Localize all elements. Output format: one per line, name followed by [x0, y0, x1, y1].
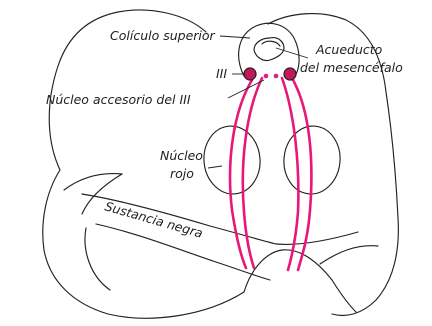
base-contour-right [320, 246, 378, 264]
oculomotor-nucleus-right [284, 68, 296, 80]
red-nucleus-left [201, 123, 264, 196]
label-nucleo-rojo-line1: Núcleo [160, 148, 203, 163]
oculomotor-tract-right-inner [282, 78, 298, 270]
cerebral-aqueduct-inner [262, 41, 280, 46]
label-coliculo-superior: Colículo superior [110, 28, 216, 43]
leader-coliculo-superior [220, 36, 250, 38]
midbrain-outer-outline [43, 10, 244, 318]
label-acueducto-line1: Acueducto [315, 42, 383, 57]
oculomotor-tract-left-outer [230, 80, 252, 268]
label-nucleo-rojo-line2: rojo [170, 166, 194, 181]
accessory-nucleus-right [274, 74, 279, 79]
inner-contour-lower-left [85, 228, 110, 290]
label-acueducto-line2: del mesencéfalo [300, 60, 403, 75]
label-iii: III [216, 66, 227, 81]
accessory-nucleus-left [264, 74, 269, 79]
inner-contour-left [64, 174, 122, 190]
substantia-nigra-upper [82, 194, 358, 244]
leader-acueducto [276, 48, 308, 58]
label-nucleo-accesorio: Núcleo accesorio del III [46, 92, 191, 107]
leader-nucleo-rojo [208, 166, 222, 168]
oculomotor-nucleus-left [244, 68, 256, 80]
